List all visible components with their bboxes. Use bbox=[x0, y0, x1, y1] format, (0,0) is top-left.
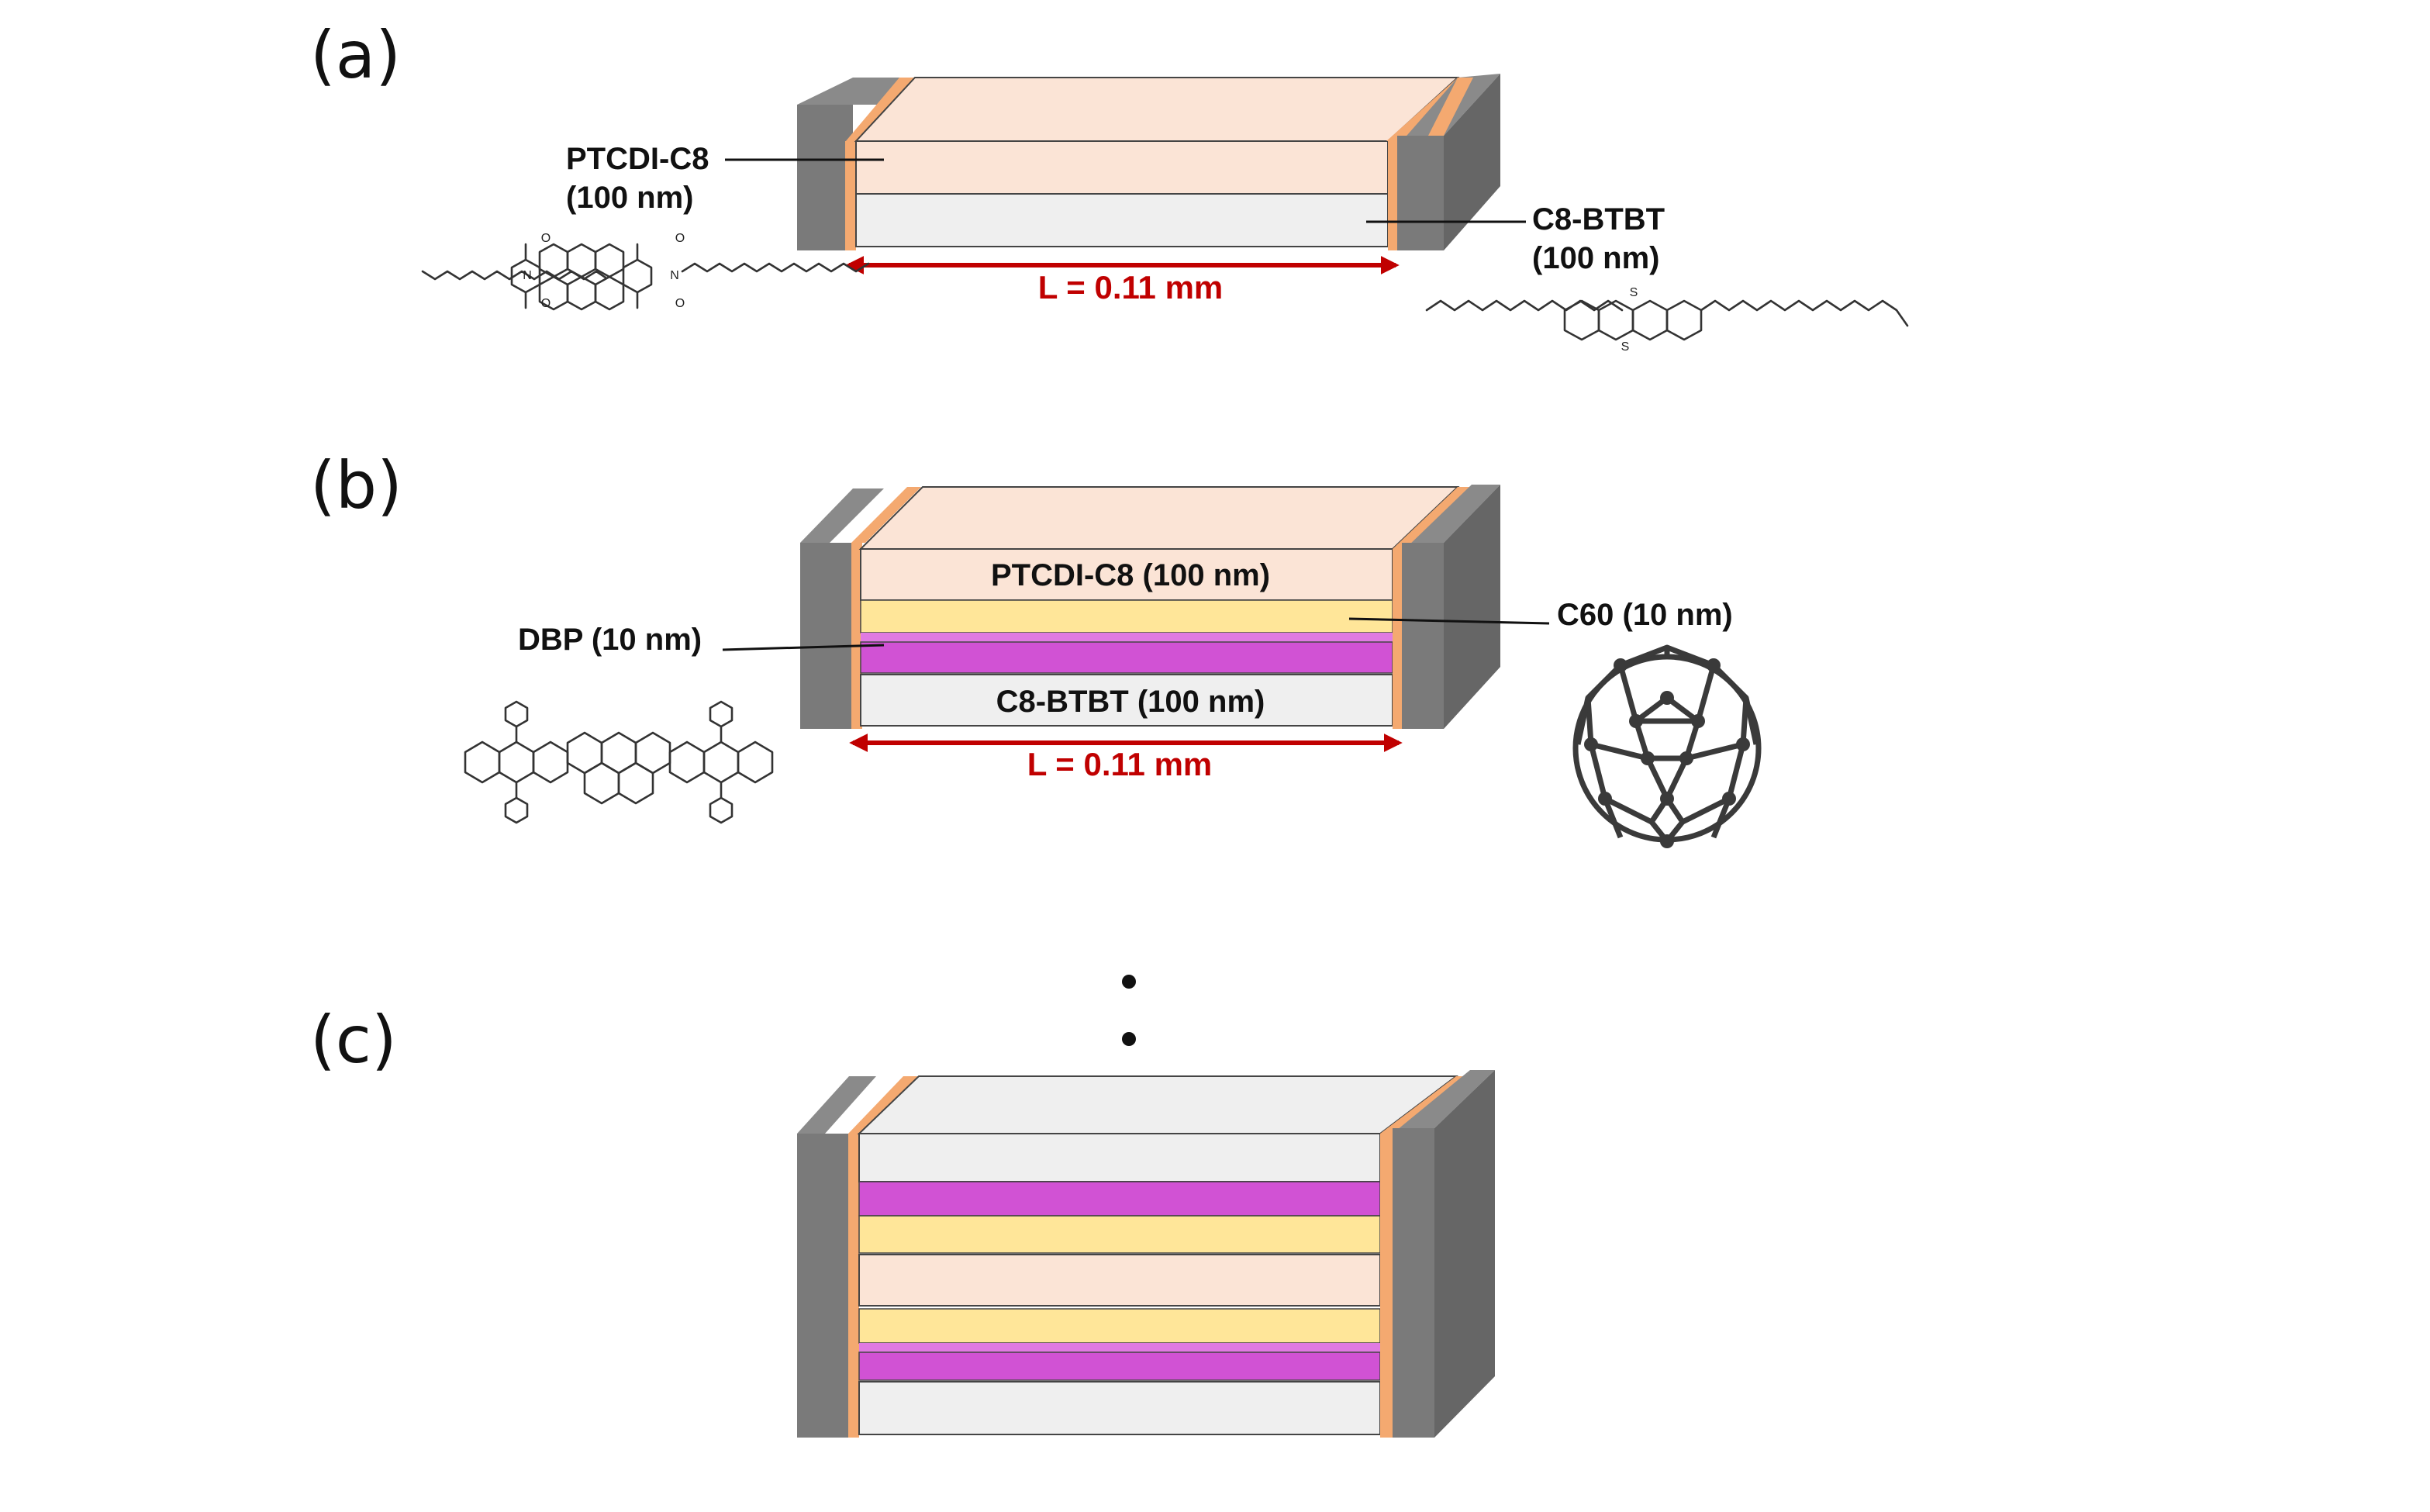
panel-b-label: (b) bbox=[310, 447, 402, 523]
right-electrode-side bbox=[1444, 485, 1500, 729]
ptcdi-o2: O bbox=[541, 297, 551, 310]
c60-layer bbox=[858, 1308, 1381, 1344]
left-contact-top bbox=[845, 78, 915, 142]
c60-label-b: C60 (10 nm) bbox=[1557, 598, 1733, 632]
c60-layer bbox=[860, 599, 1393, 633]
left-electrode bbox=[800, 543, 856, 729]
right-electrode bbox=[1402, 543, 1444, 729]
panel-c: (c) bbox=[310, 975, 1495, 1438]
panel-a-label: (a) bbox=[310, 17, 401, 93]
c60-molecule bbox=[1572, 644, 1762, 848]
ptcdi-thickness-a: (100 nm) bbox=[566, 181, 694, 215]
btbt-s1: S bbox=[1630, 286, 1638, 299]
ptcdi-layer bbox=[860, 548, 1393, 601]
dbp-leader-b bbox=[722, 644, 885, 651]
ptcdi-label-a: PTCDI-C8 bbox=[566, 142, 709, 176]
continuation-dot bbox=[1122, 1032, 1136, 1046]
continuation-dot bbox=[1122, 975, 1136, 989]
ptcdi-n2: N bbox=[670, 269, 679, 282]
left-electrode bbox=[797, 1134, 853, 1438]
c8-btbt-layer bbox=[855, 193, 1389, 247]
left-electrode bbox=[797, 105, 853, 250]
c60-layer bbox=[858, 1215, 1381, 1254]
dbp-layer bbox=[858, 1181, 1381, 1217]
c8-btbt-label-a: C8-BTBT bbox=[1532, 202, 1665, 236]
ptcdi-o3: O bbox=[675, 232, 685, 245]
c8-btbt-layer bbox=[860, 674, 1393, 727]
right-electrode bbox=[1397, 136, 1444, 250]
panel-b: (b) PTCDI-C8 (100 nm) C8-BTBT (100 nm) L… bbox=[310, 447, 1762, 848]
panel-c-label: (c) bbox=[310, 1002, 397, 1078]
c8-btbt-label-b: C8-BTBT (100 nm) bbox=[996, 685, 1265, 719]
panel-a: (a) L = 0.11 mm PTCDI-C8 (100 nm) C8-BTB… bbox=[310, 17, 1909, 354]
dbp-label-b: DBP (10 nm) bbox=[518, 623, 702, 657]
c8-btbt-molecule: S S bbox=[1425, 286, 1909, 354]
right-contact bbox=[1380, 1134, 1393, 1438]
device-b bbox=[800, 485, 1500, 729]
ptcdi-o1: O bbox=[541, 232, 551, 245]
left-contact bbox=[848, 1134, 859, 1438]
length-label-b: L = 0.11 mm bbox=[1027, 746, 1213, 782]
c60-leader-b bbox=[1348, 617, 1550, 625]
c8-btbt-layer bbox=[858, 1381, 1381, 1435]
c8-btbt-thickness-a: (100 nm) bbox=[1532, 241, 1660, 275]
right-electrode-side bbox=[1434, 1070, 1495, 1438]
dbp-layer bbox=[858, 1351, 1381, 1381]
top-face bbox=[857, 1075, 1458, 1134]
ptcdi-layer bbox=[858, 1254, 1381, 1307]
ptcdi-o4: O bbox=[675, 297, 685, 310]
btbt-s2: S bbox=[1621, 340, 1630, 354]
right-electrode bbox=[1393, 1128, 1434, 1438]
left-contact bbox=[851, 543, 862, 729]
ptcdi-c8-molecule: O O O O N N bbox=[421, 232, 870, 311]
top-face bbox=[858, 486, 1460, 550]
dbp-molecule bbox=[464, 700, 774, 824]
ptcdi-top-face bbox=[854, 77, 1460, 142]
ptcdi-label-b: PTCDI-C8 (100 nm) bbox=[991, 558, 1270, 592]
ptcdi-layer bbox=[855, 140, 1389, 195]
device-a bbox=[797, 74, 1500, 250]
device-c bbox=[797, 1070, 1495, 1438]
dbp-layer bbox=[860, 641, 1393, 674]
length-label-a: L = 0.11 mm bbox=[1038, 269, 1224, 306]
left-contact bbox=[845, 141, 856, 250]
ptcdi-n1: N bbox=[523, 269, 532, 282]
c8-btbt-layer bbox=[858, 1133, 1381, 1182]
dbp-interface bbox=[859, 1343, 1380, 1352]
dbp-interface bbox=[861, 633, 1393, 642]
right-electrode-side bbox=[1444, 74, 1500, 250]
